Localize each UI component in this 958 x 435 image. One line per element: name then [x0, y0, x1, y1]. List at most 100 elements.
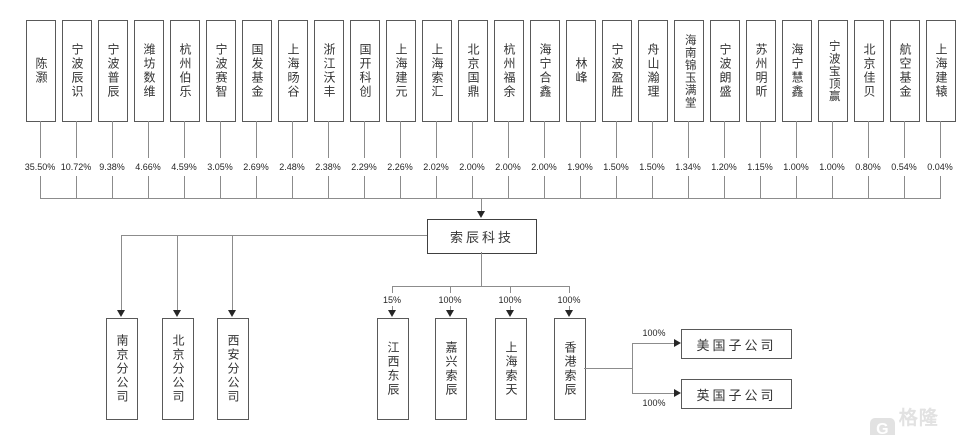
connector-line [868, 176, 869, 198]
subsidiary-box: 上海索天 [495, 318, 527, 420]
connector-line [76, 176, 77, 198]
ownership-percent: 1.00% [812, 161, 852, 173]
ownership-percent: 4.59% [164, 161, 204, 173]
connector-line [148, 176, 149, 198]
foreign-branch-line [632, 343, 633, 394]
connector-line [292, 121, 293, 158]
connector-line [436, 121, 437, 158]
ownership-percent: 100% [430, 294, 470, 306]
arrow-down-icon [446, 310, 454, 317]
subsidiary-name: 上海索天 [504, 341, 518, 397]
arrow-right-icon [674, 339, 681, 347]
connector-line [184, 176, 185, 198]
ownership-percent: 2.38% [308, 161, 348, 173]
connector-line [472, 121, 473, 158]
watermark-text: 格隆汇 [898, 408, 939, 429]
shareholder-box: 上海建元 [386, 20, 416, 122]
subsidiary-box: 嘉兴索辰 [435, 318, 467, 420]
connector-line [40, 176, 41, 198]
shareholder-name: 宁波盈胜 [610, 43, 624, 99]
subsidiary-box: 江西东辰 [377, 318, 409, 420]
connector-line [328, 121, 329, 158]
ownership-percent: 9.38% [92, 161, 132, 173]
us-connector-line [632, 343, 674, 344]
connector-line [177, 235, 178, 310]
ownership-percent: 0.80% [848, 161, 888, 173]
arrow-down-icon [228, 310, 236, 317]
shareholder-box: 潍坊数维 [134, 20, 164, 122]
ownership-percent: 2.69% [236, 161, 276, 173]
ownership-percent: 2.48% [272, 161, 312, 173]
shareholder-box: 宁波盈胜 [602, 20, 632, 122]
shareholder-box: 北京佳贝 [854, 20, 884, 122]
branch-name: 南京分公司 [115, 334, 129, 404]
shareholder-name: 苏州明昕 [754, 43, 768, 99]
arrow-down-icon [117, 310, 125, 317]
connector-line [508, 176, 509, 198]
shareholder-name: 北京国鼎 [466, 43, 480, 99]
foreign-subsidiary-box-uk: 英国子公司 [681, 379, 792, 409]
shareholder-box: 宁波宝顶赢 [818, 20, 848, 122]
connector-line [472, 176, 473, 198]
connector-line [436, 176, 437, 198]
shareholder-box: 上海旸谷 [278, 20, 308, 122]
shareholder-box: 北京国鼎 [458, 20, 488, 122]
ownership-percent: 1.20% [704, 161, 744, 173]
arrow-down-icon [477, 211, 485, 218]
shareholder-box: 海南锦玉满堂 [674, 20, 704, 122]
shareholder-name: 宁波普辰 [106, 43, 120, 99]
connector-line [544, 176, 545, 198]
subsidiaries-bus-line [392, 286, 570, 287]
connector-line [76, 121, 77, 158]
shareholder-name: 国开科创 [358, 43, 372, 99]
connector-line [148, 121, 149, 158]
connector-line [940, 176, 941, 198]
subsidiary-box: 香港索辰 [554, 318, 586, 420]
connector-line [400, 176, 401, 198]
uk-connector-line [632, 393, 674, 394]
shareholder-box: 浙江沃丰 [314, 20, 344, 122]
connector-line [760, 176, 761, 198]
ownership-percent: 10.72% [56, 161, 96, 173]
shareholder-name: 上海建辕 [934, 43, 948, 99]
connector-line [569, 306, 570, 311]
connector-line [392, 306, 393, 311]
shareholder-name: 宁波朗盛 [718, 43, 732, 99]
connector-line [112, 121, 113, 158]
branch-name: 北京分公司 [171, 334, 185, 404]
shareholder-box: 上海索汇 [422, 20, 452, 122]
foreign-subsidiary-box-us: 美国子公司 [681, 329, 792, 359]
hk-connector-line [584, 368, 632, 369]
connector-line [232, 235, 233, 310]
ownership-percent: 1.50% [632, 161, 672, 173]
arrow-down-icon [506, 310, 514, 317]
ownership-percent: 15% [372, 294, 412, 306]
connector-line [121, 235, 122, 310]
shareholder-box: 宁波辰识 [62, 20, 92, 122]
ownership-percent: 100% [634, 397, 674, 409]
shareholder-name: 海宁慧鑫 [790, 43, 804, 99]
ownership-percent: 1.90% [560, 161, 600, 173]
shareholder-box: 宁波赛智 [206, 20, 236, 122]
connector-line [510, 306, 511, 311]
connector-line [652, 121, 653, 158]
ownership-percent: 0.54% [884, 161, 924, 173]
gelonghui-logo-icon: G [870, 417, 895, 435]
shareholder-box: 苏州明昕 [746, 20, 776, 122]
shareholders-bus-line [40, 198, 941, 199]
shareholder-name: 舟山瀚理 [646, 43, 660, 99]
connector-line [400, 121, 401, 158]
connector-line [220, 121, 221, 158]
shareholder-name: 宁波宝顶赢 [827, 39, 840, 103]
company-name: 索辰科技 [449, 230, 514, 245]
shareholder-box: 杭州福余 [494, 20, 524, 122]
branch-box: 南京分公司 [106, 318, 138, 420]
ownership-percent: 35.50% [20, 161, 60, 173]
connector-line [616, 176, 617, 198]
connector-line [904, 176, 905, 198]
branches-bus-line [121, 235, 427, 236]
ownership-percent: 2.00% [452, 161, 492, 173]
ownership-percent: 1.50% [596, 161, 636, 173]
branch-name: 西安分公司 [226, 334, 240, 404]
arrow-down-icon [388, 310, 396, 317]
